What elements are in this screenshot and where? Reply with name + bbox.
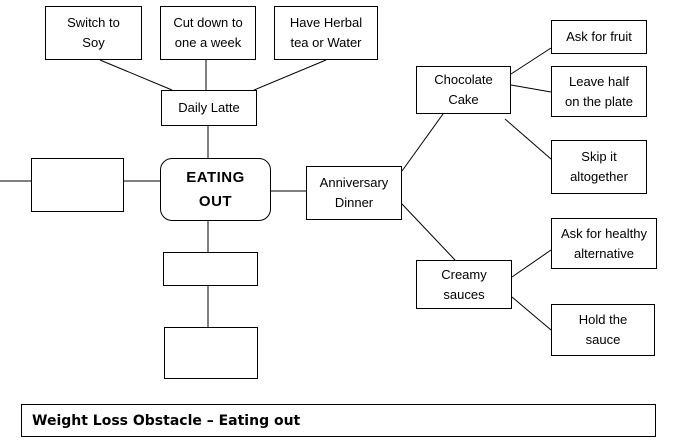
node-cut-down: Cut down to one a week [160, 6, 256, 60]
node-ask-for-fruit: Ask for fruit [551, 20, 647, 54]
central-topic: EATING OUT [160, 158, 271, 221]
node-left-empty [31, 158, 124, 212]
node-hold-the-sauce: Hold the sauce [551, 304, 655, 356]
node-creamy-sauces: Creamy sauces [416, 260, 512, 309]
node-bottom-empty-2 [164, 327, 258, 379]
node-bottom-empty-1 [163, 252, 258, 286]
node-anniversary-dinner: Anniversary Dinner [306, 166, 402, 220]
node-herbal-tea: Have Herbal tea or Water [274, 6, 378, 60]
node-healthy-alternative: Ask for healthy alternative [551, 218, 657, 269]
node-switch-to-soy: Switch to Soy [45, 6, 142, 60]
node-daily-latte: Daily Latte [161, 90, 257, 126]
diagram-title: Weight Loss Obstacle – Eating out [21, 404, 656, 437]
node-chocolate-cake: Chocolate Cake [416, 66, 511, 114]
node-skip-it: Skip it altogether [551, 140, 647, 194]
node-leave-half: Leave half on the plate [551, 66, 647, 117]
